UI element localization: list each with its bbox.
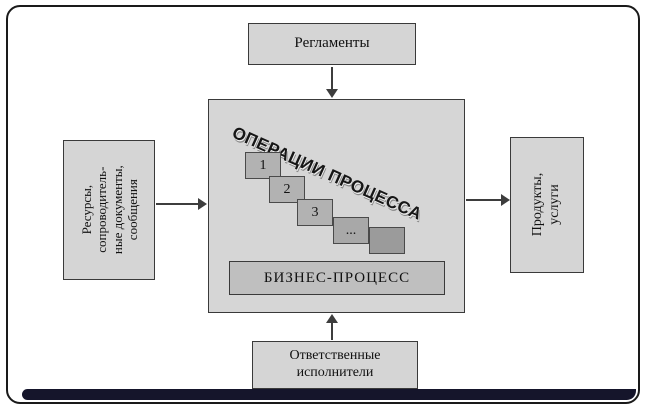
arrow-regulations-to-process [326, 67, 338, 98]
executors-box: Ответственные исполнители [252, 341, 418, 389]
process-operations-box: ОПЕРАЦИИ ПРОЦЕССА 1 2 3 ... БИЗНЕС-ПРОЦЕ… [208, 99, 465, 313]
arrow-shaft [331, 322, 333, 340]
arrow-head-right-icon [198, 198, 207, 210]
arrow-shaft [466, 199, 502, 201]
process-step-2: 2 [269, 176, 305, 203]
business-process-label: БИЗНЕС-ПРОЦЕСС [263, 269, 411, 286]
footer-bar [22, 389, 636, 400]
process-step-3: 3 [297, 199, 333, 226]
arrow-shaft [331, 67, 333, 90]
regulations-label: Регламенты [294, 35, 370, 52]
products-label: Продукты, услуги [530, 173, 562, 237]
arrow-head-down-icon [326, 89, 338, 98]
arrow-process-to-products [466, 194, 510, 206]
arrow-head-up-icon [326, 314, 338, 323]
resources-box: Ресурсы, сопроводитель- ные документы, с… [63, 140, 155, 280]
arrow-resources-to-process [156, 198, 207, 210]
resources-label: Ресурсы, сопроводитель- ные документы, с… [78, 165, 140, 255]
business-process-box: БИЗНЕС-ПРОЦЕСС [229, 261, 445, 295]
regulations-box: Регламенты [248, 23, 416, 65]
products-box: Продукты, услуги [510, 137, 584, 273]
process-step-1: 1 [245, 152, 281, 179]
executors-label: Ответственные исполнители [289, 348, 381, 380]
arrow-shaft [156, 203, 199, 205]
process-step-last [369, 227, 405, 254]
page-frame: Регламенты Ресурсы, сопроводитель- ные д… [6, 5, 640, 404]
arrow-executors-to-process [326, 314, 338, 340]
process-step-ellipsis: ... [333, 217, 369, 244]
arrow-head-right-icon [501, 194, 510, 206]
